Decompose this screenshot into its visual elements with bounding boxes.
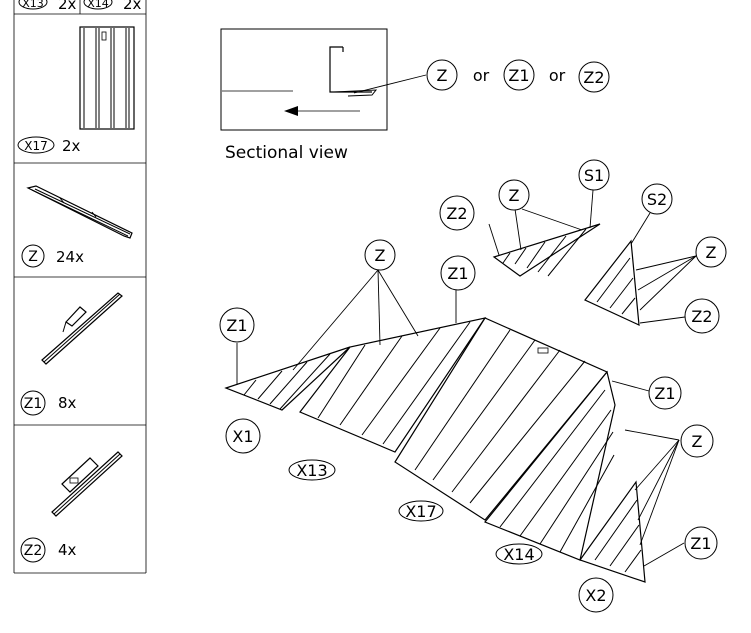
section-or-2: or	[549, 66, 566, 85]
callout-x2: X2	[585, 586, 606, 605]
part-z2-drawing	[51, 451, 123, 517]
parts-row-z2: Z2 4x	[20, 537, 77, 563]
part-qty-z2: 4x	[58, 541, 77, 559]
sectional-view-frame	[220, 28, 388, 131]
callout-z-right-upper: Z	[706, 243, 717, 262]
callout-s2: S2	[647, 190, 667, 209]
section-callout-z2: Z2	[583, 68, 604, 87]
sectional-view: Z or Z1 or Z2 Sectional view	[220, 28, 610, 163]
callout-z2-top: Z2	[446, 204, 467, 223]
z-profile-section	[329, 46, 372, 93]
callout-z-top: Z	[509, 186, 520, 205]
callout-z1-right: Z1	[654, 384, 675, 403]
part-qty-x17: 2x	[62, 137, 81, 155]
callout-z-main: Z	[375, 246, 386, 265]
part-code-x17: X17	[24, 139, 48, 153]
part-qty-z1: 8x	[58, 394, 77, 412]
callout-z-right-lower: Z	[692, 432, 703, 451]
panel-x1	[224, 346, 351, 411]
section-callout-z: Z	[437, 66, 448, 85]
part-qty-x13: 2x	[58, 0, 77, 13]
direction-arrow-icon	[284, 106, 298, 116]
panel-s1	[492, 223, 601, 277]
part-qty-x14: 2x	[123, 0, 142, 13]
parts-row-x17: X17 2x	[17, 136, 81, 155]
part-z-drawing	[26, 185, 133, 239]
part-x17-drawing	[79, 26, 135, 130]
assembly-callouts: Z S1 Z2 S2 Z Z2 Z Z1 Z1 X1 X13 X17 X14 X…	[219, 159, 727, 613]
callout-x1: X1	[232, 427, 253, 446]
part-z1-drawing	[41, 292, 123, 365]
part-code-z: Z	[28, 249, 38, 265]
parts-list: X13 2x X14 2x X17 2x	[13, 0, 147, 574]
section-callout-z1: Z1	[508, 66, 529, 85]
sectional-view-caption: Sectional view	[225, 143, 348, 163]
panel-s2	[584, 239, 640, 326]
part-code-x13: X13	[22, 0, 44, 10]
parts-row-x13: X13 2x	[18, 0, 77, 13]
leader-lines	[236, 189, 697, 567]
callout-s1: S1	[584, 166, 604, 185]
callout-z1-left: Z1	[226, 316, 247, 335]
callout-z1-main: Z1	[447, 264, 468, 283]
part-code-z2: Z2	[24, 543, 43, 559]
callout-x14: X14	[503, 545, 534, 564]
parts-row-z1: Z1 8x	[20, 390, 77, 416]
part-qty-z: 24x	[56, 248, 84, 266]
part-code-x14: X14	[87, 0, 109, 10]
parts-row-x14: X14 2x	[83, 0, 142, 13]
parts-row-z: Z 24x	[21, 244, 84, 268]
callout-x17: X17	[405, 502, 436, 521]
callout-z2-right: Z2	[691, 307, 712, 326]
roof-assembly	[224, 223, 646, 583]
panel-x2	[579, 480, 646, 583]
panel-x14	[484, 370, 616, 561]
callout-x13: X13	[296, 461, 327, 480]
section-or-1: or	[473, 66, 490, 85]
callout-z1-bottom: Z1	[690, 534, 711, 553]
part-code-z1: Z1	[24, 396, 43, 412]
